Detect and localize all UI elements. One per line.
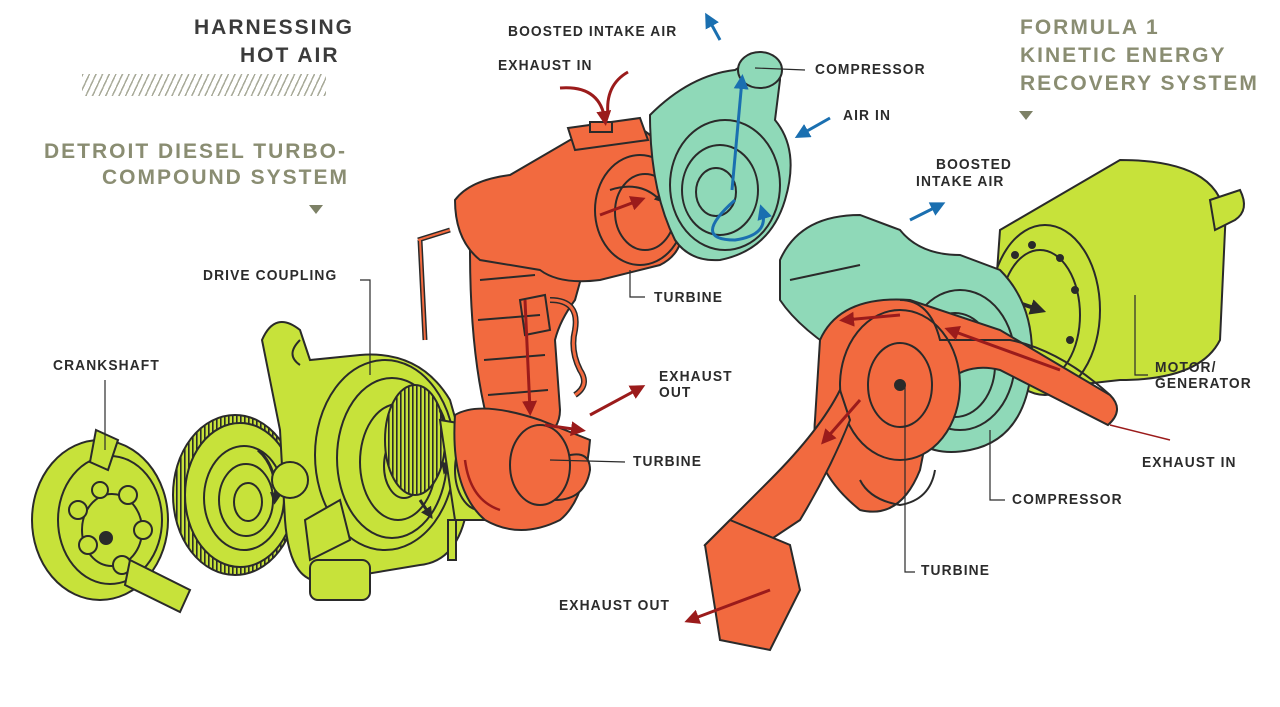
- crankshaft-pulley: [31, 428, 192, 614]
- label-exhaust-in-left: EXHAUST IN: [498, 57, 593, 74]
- label-crankshaft: CRANKSHAFT: [53, 357, 160, 374]
- label-motor-generator-line2: GENERATOR: [1155, 375, 1252, 392]
- right-system-title-line1: FORMULA 1: [1020, 16, 1160, 39]
- right-turbine: [703, 298, 1118, 652]
- label-drive-coupling: DRIVE COUPLING: [203, 267, 338, 284]
- label-compressor-left: COMPRESSOR: [815, 61, 926, 78]
- label-exhaust-out-left-line1: EXHAUST: [659, 368, 733, 385]
- left-system-title-line1: DETROIT DIESEL TURBO-: [44, 140, 347, 163]
- label-turbine-right: TURBINE: [921, 562, 991, 579]
- label-boosted-intake-air-right-line2: INTAKE AIR: [916, 173, 1005, 190]
- label-turbine-lower: TURBINE: [633, 453, 703, 470]
- right-system-title-line2: KINETIC ENERGY: [1020, 44, 1227, 67]
- left-flow-arrows: [522, 12, 831, 437]
- label-exhaust-in-right: EXHAUST IN: [1142, 454, 1237, 471]
- label-compressor-right: COMPRESSOR: [1012, 491, 1123, 508]
- left-system-title-line2: COMPOUND SYSTEM: [102, 166, 350, 189]
- header-title-line1: HARNESSING: [194, 16, 355, 39]
- label-boosted-intake-air-right-line1: BOOSTED: [936, 156, 1012, 173]
- label-exhaust-out-right: EXHAUST OUT: [559, 597, 671, 614]
- left-compressor: [648, 51, 792, 262]
- right-system-pointer-icon: [1019, 111, 1033, 120]
- label-air-in: AIR IN: [843, 107, 892, 124]
- reduction-gear: [172, 414, 298, 576]
- leader-lines: [104, 67, 1148, 573]
- right-system-title-line3: RECOVERY SYSTEM: [1020, 72, 1259, 95]
- header-divider: [82, 74, 326, 96]
- label-motor-generator-line1: MOTOR/: [1155, 359, 1217, 376]
- label-turbine-upper: TURBINE: [654, 289, 724, 306]
- label-boosted-intake-air: BOOSTED INTAKE AIR: [508, 23, 678, 40]
- header-title-line2: HOT AIR: [240, 44, 340, 67]
- drive-coupling-housing: [260, 321, 472, 601]
- label-exhaust-out-left-line2: OUT: [659, 384, 692, 401]
- right-flow-arrows: [684, 202, 1171, 624]
- left-system-pointer-icon: [309, 205, 323, 214]
